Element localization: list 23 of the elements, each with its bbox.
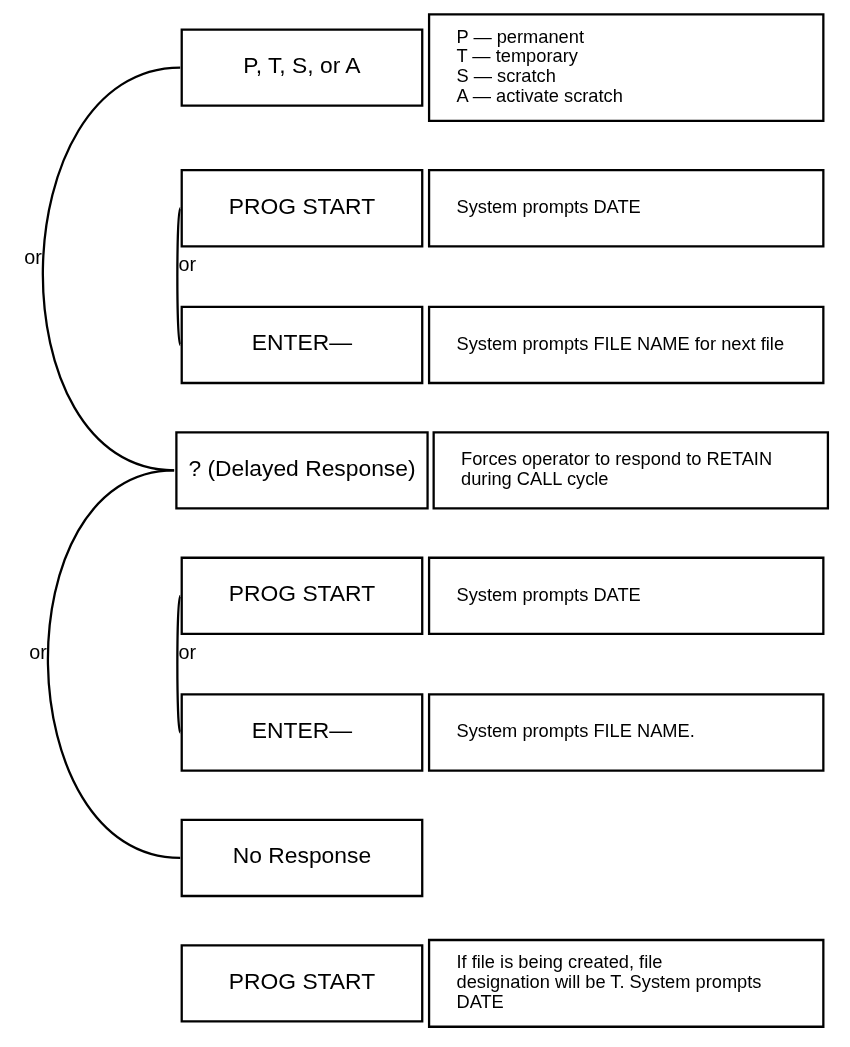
node-box: PROG START: [180, 169, 423, 248]
node-box: ENTER—: [180, 305, 423, 385]
node-box: P — permanent T — temporary S — scratch A — activate scratch: [427, 13, 824, 122]
node-box: No Response: [180, 818, 423, 898]
edge-label: or: [28, 640, 47, 663]
node-box: PROG START: [180, 944, 423, 1023]
edge-label: or: [23, 245, 42, 268]
node-box: System prompts DATE: [427, 169, 824, 248]
node-box: If file is being created, file designation will be T. System prompts DATE: [427, 938, 824, 1028]
connector: [46, 469, 180, 860]
node-box: Forces operator to respond to RETAIN during CALL cycle: [432, 431, 829, 510]
node-box: ENTER—: [180, 693, 423, 772]
node-box: PROG START: [180, 556, 423, 635]
node-box: System prompts DATE: [427, 556, 824, 635]
edge-label: or: [177, 253, 196, 276]
node-box: P, T, S, or A: [180, 28, 423, 107]
connector: [175, 595, 181, 733]
node-box: System prompts FILE NAME for next file: [427, 305, 824, 385]
node-box: ? (Delayed Response): [174, 431, 429, 510]
connector: [41, 66, 180, 472]
edge-label: or: [177, 640, 196, 663]
node-box: System prompts FILE NAME.: [427, 693, 824, 772]
connector: [175, 207, 181, 346]
